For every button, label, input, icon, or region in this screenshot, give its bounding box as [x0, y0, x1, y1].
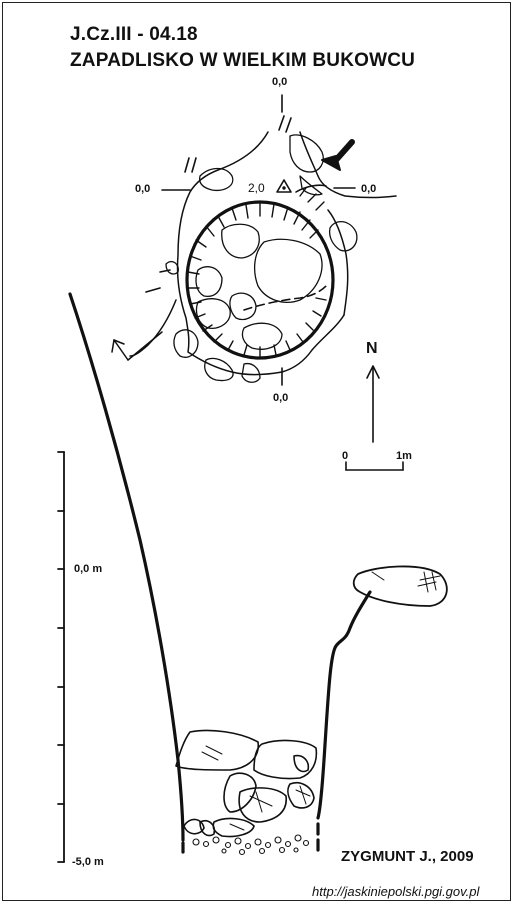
cross-section [57, 292, 448, 863]
section-right-wall [316, 590, 372, 820]
cave-title: ZAPADLISKO W WIELKIM BUKOWCU [70, 50, 416, 71]
section-boulders [175, 729, 318, 838]
height-top: 0,0 [272, 76, 288, 88]
north-arrow-icon [366, 365, 380, 443]
plan-surface-rocks [165, 134, 358, 383]
pit-outline [185, 184, 335, 360]
section-pebbles [192, 834, 310, 856]
depth-label-bottom: -5,0 m [72, 856, 104, 868]
height-left: 0,0 [135, 183, 151, 195]
section-left-wall [68, 292, 185, 842]
passage-direction-arrow [111, 331, 163, 361]
height-right: 0,0 [361, 183, 377, 195]
source-url[interactable]: http://jaskiniepolski.pgi.gov.pl [312, 884, 480, 899]
height-bottom: 0,0 [273, 392, 289, 404]
plan-outer-edge [129, 131, 397, 376]
survey-station-icon [276, 179, 292, 193]
scale-start: 0 [342, 450, 349, 462]
boulder-top-right [352, 565, 448, 607]
station-height: 2,0 [248, 181, 265, 195]
plan-axes [145, 94, 356, 386]
plan-view [111, 94, 404, 471]
cave-code: J.Cz.III - 04.18 [70, 24, 198, 45]
depth-label-zero: 0,0 m [74, 563, 103, 575]
author-credit: ZYGMUNT J., 2009 [341, 848, 474, 865]
entrance-arrow [321, 139, 355, 171]
north-label: N [366, 340, 378, 357]
scale-end: 1m [396, 450, 412, 462]
depth-scale [57, 451, 65, 863]
plan-scale-bar [345, 461, 404, 471]
